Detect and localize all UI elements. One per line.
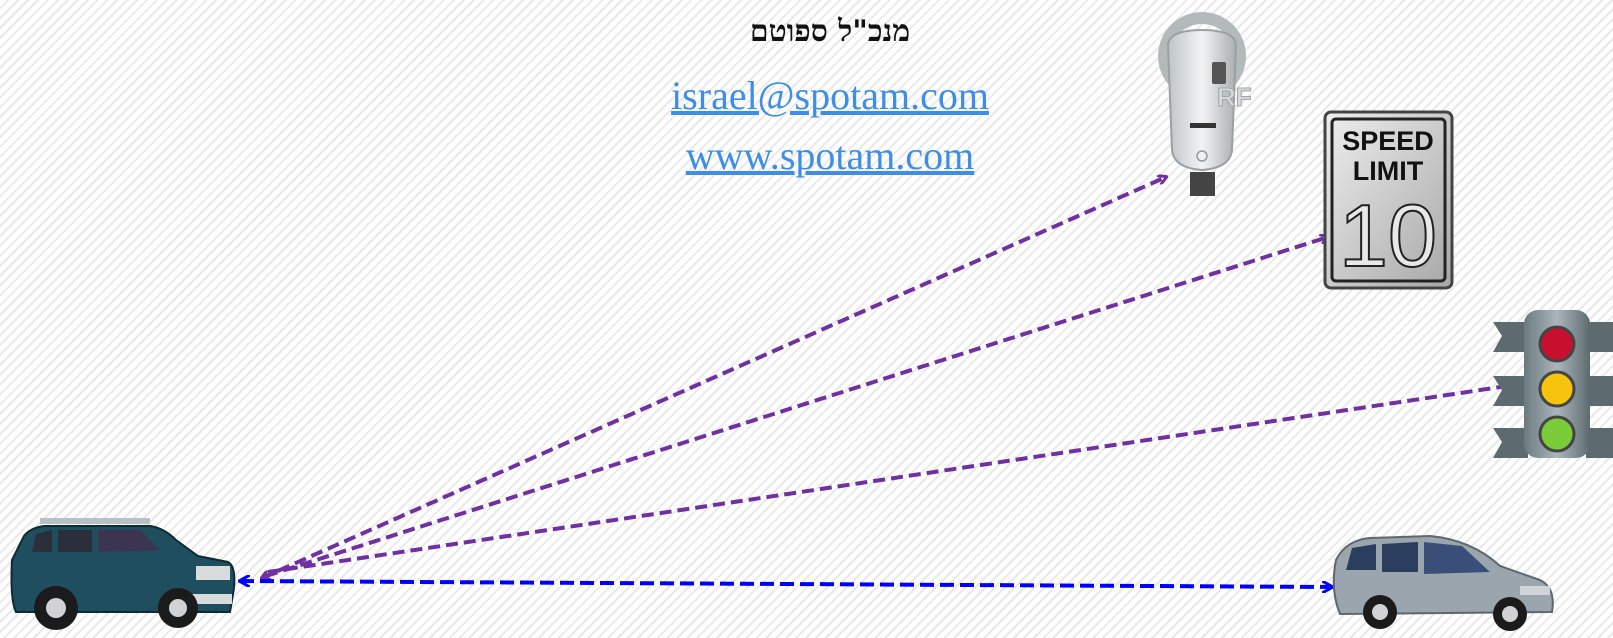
arrow-car-to-traffic-light [267, 383, 1527, 574]
suv-car-icon [10, 518, 236, 630]
speed-sign-line1: SPEED [1342, 126, 1434, 156]
arrow-car-to-parking-meter [262, 177, 1166, 578]
arrow-car-to-speed-sign [265, 237, 1328, 578]
page-title: מנכ"ל ספוטם [749, 14, 911, 49]
email-link[interactable]: israel@spotam.com [671, 73, 989, 118]
parking-meter-icon: RF [1158, 12, 1252, 196]
website-link[interactable]: www.spotam.com [685, 133, 975, 178]
v2i-arrows [262, 177, 1527, 578]
minivan-icon [1332, 534, 1554, 631]
speed-limit-sign-icon: SPEED LIMIT 10 [1323, 110, 1454, 290]
parking-meter-label: RF [1217, 82, 1252, 112]
speed-sign-line2: LIMIT [1353, 156, 1424, 186]
speed-sign-number: 10 [1339, 186, 1437, 285]
arrow-car-to-van [240, 581, 1332, 587]
traffic-light-icon [1493, 310, 1613, 458]
